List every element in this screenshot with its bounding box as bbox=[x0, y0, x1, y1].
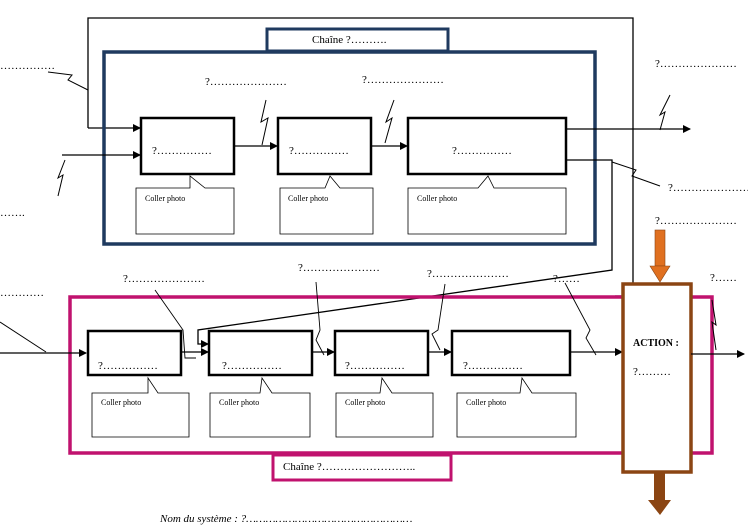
bottom-block-3 bbox=[333, 329, 430, 377]
bottom-photo-2 bbox=[209, 376, 311, 438]
bottom-left-slash bbox=[0, 321, 47, 353]
bottom-pointer-2 bbox=[315, 281, 325, 356]
top-block-3 bbox=[406, 116, 568, 176]
bottom-block-1 bbox=[86, 329, 183, 377]
top-left-bolt bbox=[47, 71, 89, 91]
action-right-bolt bbox=[711, 299, 717, 351]
top-block-2-label: ?…………… bbox=[289, 145, 349, 157]
bottom-photo-1 bbox=[91, 376, 190, 438]
bottom-label-above-4: ?…… bbox=[553, 273, 580, 285]
left-label-3: ………… bbox=[0, 287, 44, 299]
top-photo-2-label: Coller photo bbox=[288, 194, 329, 203]
bottom-label-above-1: ?………………… bbox=[123, 273, 205, 285]
top-block-1 bbox=[139, 116, 236, 176]
bottom-photo-1-label: Coller photo bbox=[101, 398, 142, 407]
top-photo-1 bbox=[135, 175, 235, 235]
action-down-arrow-shaft bbox=[654, 472, 665, 500]
top-bolt-2 bbox=[384, 99, 395, 144]
top-to-bottom-link bbox=[197, 159, 613, 348]
left-label-2: ……. bbox=[0, 207, 25, 219]
top-photo-2 bbox=[279, 175, 374, 235]
top-bolt-1 bbox=[260, 99, 269, 146]
top-block-1-label: ?…………… bbox=[152, 145, 212, 157]
action-down-arrow-head bbox=[648, 500, 671, 515]
bottom-photo-2-label: Coller photo bbox=[219, 398, 260, 407]
top-output-bolt bbox=[658, 94, 671, 131]
top-photo-3-label: Coller photo bbox=[417, 194, 458, 203]
top-label-above-1: ?………………… bbox=[205, 76, 287, 88]
energy-in-arrow-shaft bbox=[654, 229, 666, 267]
top-photo-3 bbox=[407, 175, 567, 235]
top-out2-bolt bbox=[611, 161, 661, 187]
top-block-3-label: ?…………… bbox=[452, 145, 512, 157]
energy-in-arrow-head bbox=[649, 265, 671, 283]
bottom-pointer-1 bbox=[154, 289, 196, 359]
bottom-chain-title: Chaîne ?…………………….. bbox=[283, 461, 416, 473]
top-chain-title: Chaîne ?………. bbox=[312, 34, 387, 46]
bottom-block-2 bbox=[207, 329, 314, 377]
top-chain-title-box bbox=[265, 27, 450, 53]
right-label-2: ?………………… bbox=[668, 182, 748, 194]
right-label-3: ?………………… bbox=[655, 215, 737, 227]
bottom-photo-3 bbox=[335, 376, 434, 438]
left-label-1: …………… bbox=[0, 60, 55, 72]
bottom-pointer-3 bbox=[431, 283, 446, 351]
top-left-lower-bolt bbox=[57, 159, 66, 197]
bottom-block-4 bbox=[450, 329, 572, 377]
action-value: ?……… bbox=[633, 366, 671, 378]
system-name: Nom du système : ?…………………………………………… bbox=[160, 513, 413, 525]
bottom-photo-4-label: Coller photo bbox=[466, 398, 507, 407]
bottom-block-3-label: ?…………… bbox=[345, 360, 405, 372]
bottom-label-above-3: ?………………… bbox=[427, 268, 509, 280]
bottom-photo-4 bbox=[456, 376, 577, 438]
action-title: ACTION : bbox=[633, 338, 679, 349]
right-label-1: ?………………… bbox=[655, 58, 737, 70]
bottom-block-2-label: ?…………… bbox=[222, 360, 282, 372]
bottom-chain-frame bbox=[68, 295, 714, 455]
bottom-pointer-4 bbox=[564, 282, 597, 356]
right-label-4: ?…… bbox=[710, 272, 737, 284]
bottom-photo-3-label: Coller photo bbox=[345, 398, 386, 407]
top-label-above-2: ?………………… bbox=[362, 74, 444, 86]
bottom-label-above-2: ?………………… bbox=[298, 262, 380, 274]
action-box bbox=[621, 282, 693, 474]
top-photo-1-label: Coller photo bbox=[145, 194, 186, 203]
bottom-block-1-label: ?…………… bbox=[98, 360, 158, 372]
bottom-block-4-label: ?…………… bbox=[463, 360, 523, 372]
top-block-2 bbox=[276, 116, 373, 176]
bottom-chain-title-box bbox=[271, 453, 453, 482]
